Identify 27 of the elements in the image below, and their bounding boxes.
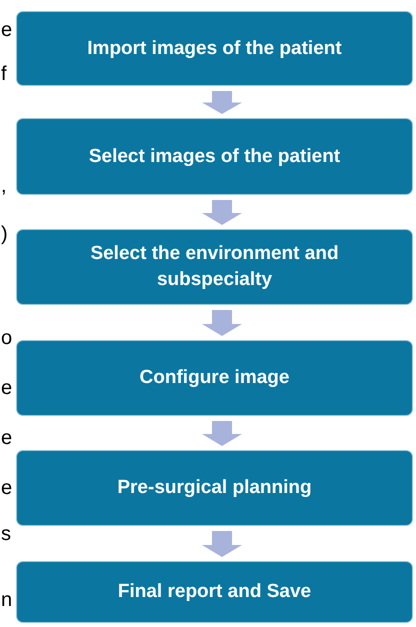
step-label: Import images of the patient	[87, 36, 342, 60]
step-label: Select images of the patient	[88, 144, 340, 168]
block-arrow	[202, 421, 242, 446]
process-box	[17, 451, 412, 525]
text-fragment: e	[1, 476, 12, 500]
process-box	[17, 230, 412, 304]
process-box	[17, 12, 412, 85]
text-fragment: e	[1, 376, 12, 400]
text-fragment: e	[1, 18, 12, 42]
process-box	[17, 341, 412, 415]
text-fragment: o	[1, 326, 12, 350]
process-box	[17, 562, 412, 622]
block-arrow	[202, 91, 242, 114]
block-arrow	[202, 200, 242, 225]
text-fragment: s	[1, 522, 11, 546]
step-label: Select the environment and subspecialty	[89, 242, 340, 292]
text-fragment: ,	[1, 174, 7, 198]
step-label: Configure image	[140, 366, 290, 390]
block-arrow	[202, 531, 242, 557]
step-label: Pre-surgical planning	[117, 476, 312, 500]
text-fragment: n	[1, 588, 12, 612]
block-arrow	[202, 310, 242, 336]
text-fragment: f	[1, 62, 7, 86]
process-box	[17, 119, 412, 194]
text-fragment: )	[1, 222, 8, 246]
step-label: Final report and Save	[118, 580, 312, 604]
text-fragment: e	[1, 426, 12, 450]
